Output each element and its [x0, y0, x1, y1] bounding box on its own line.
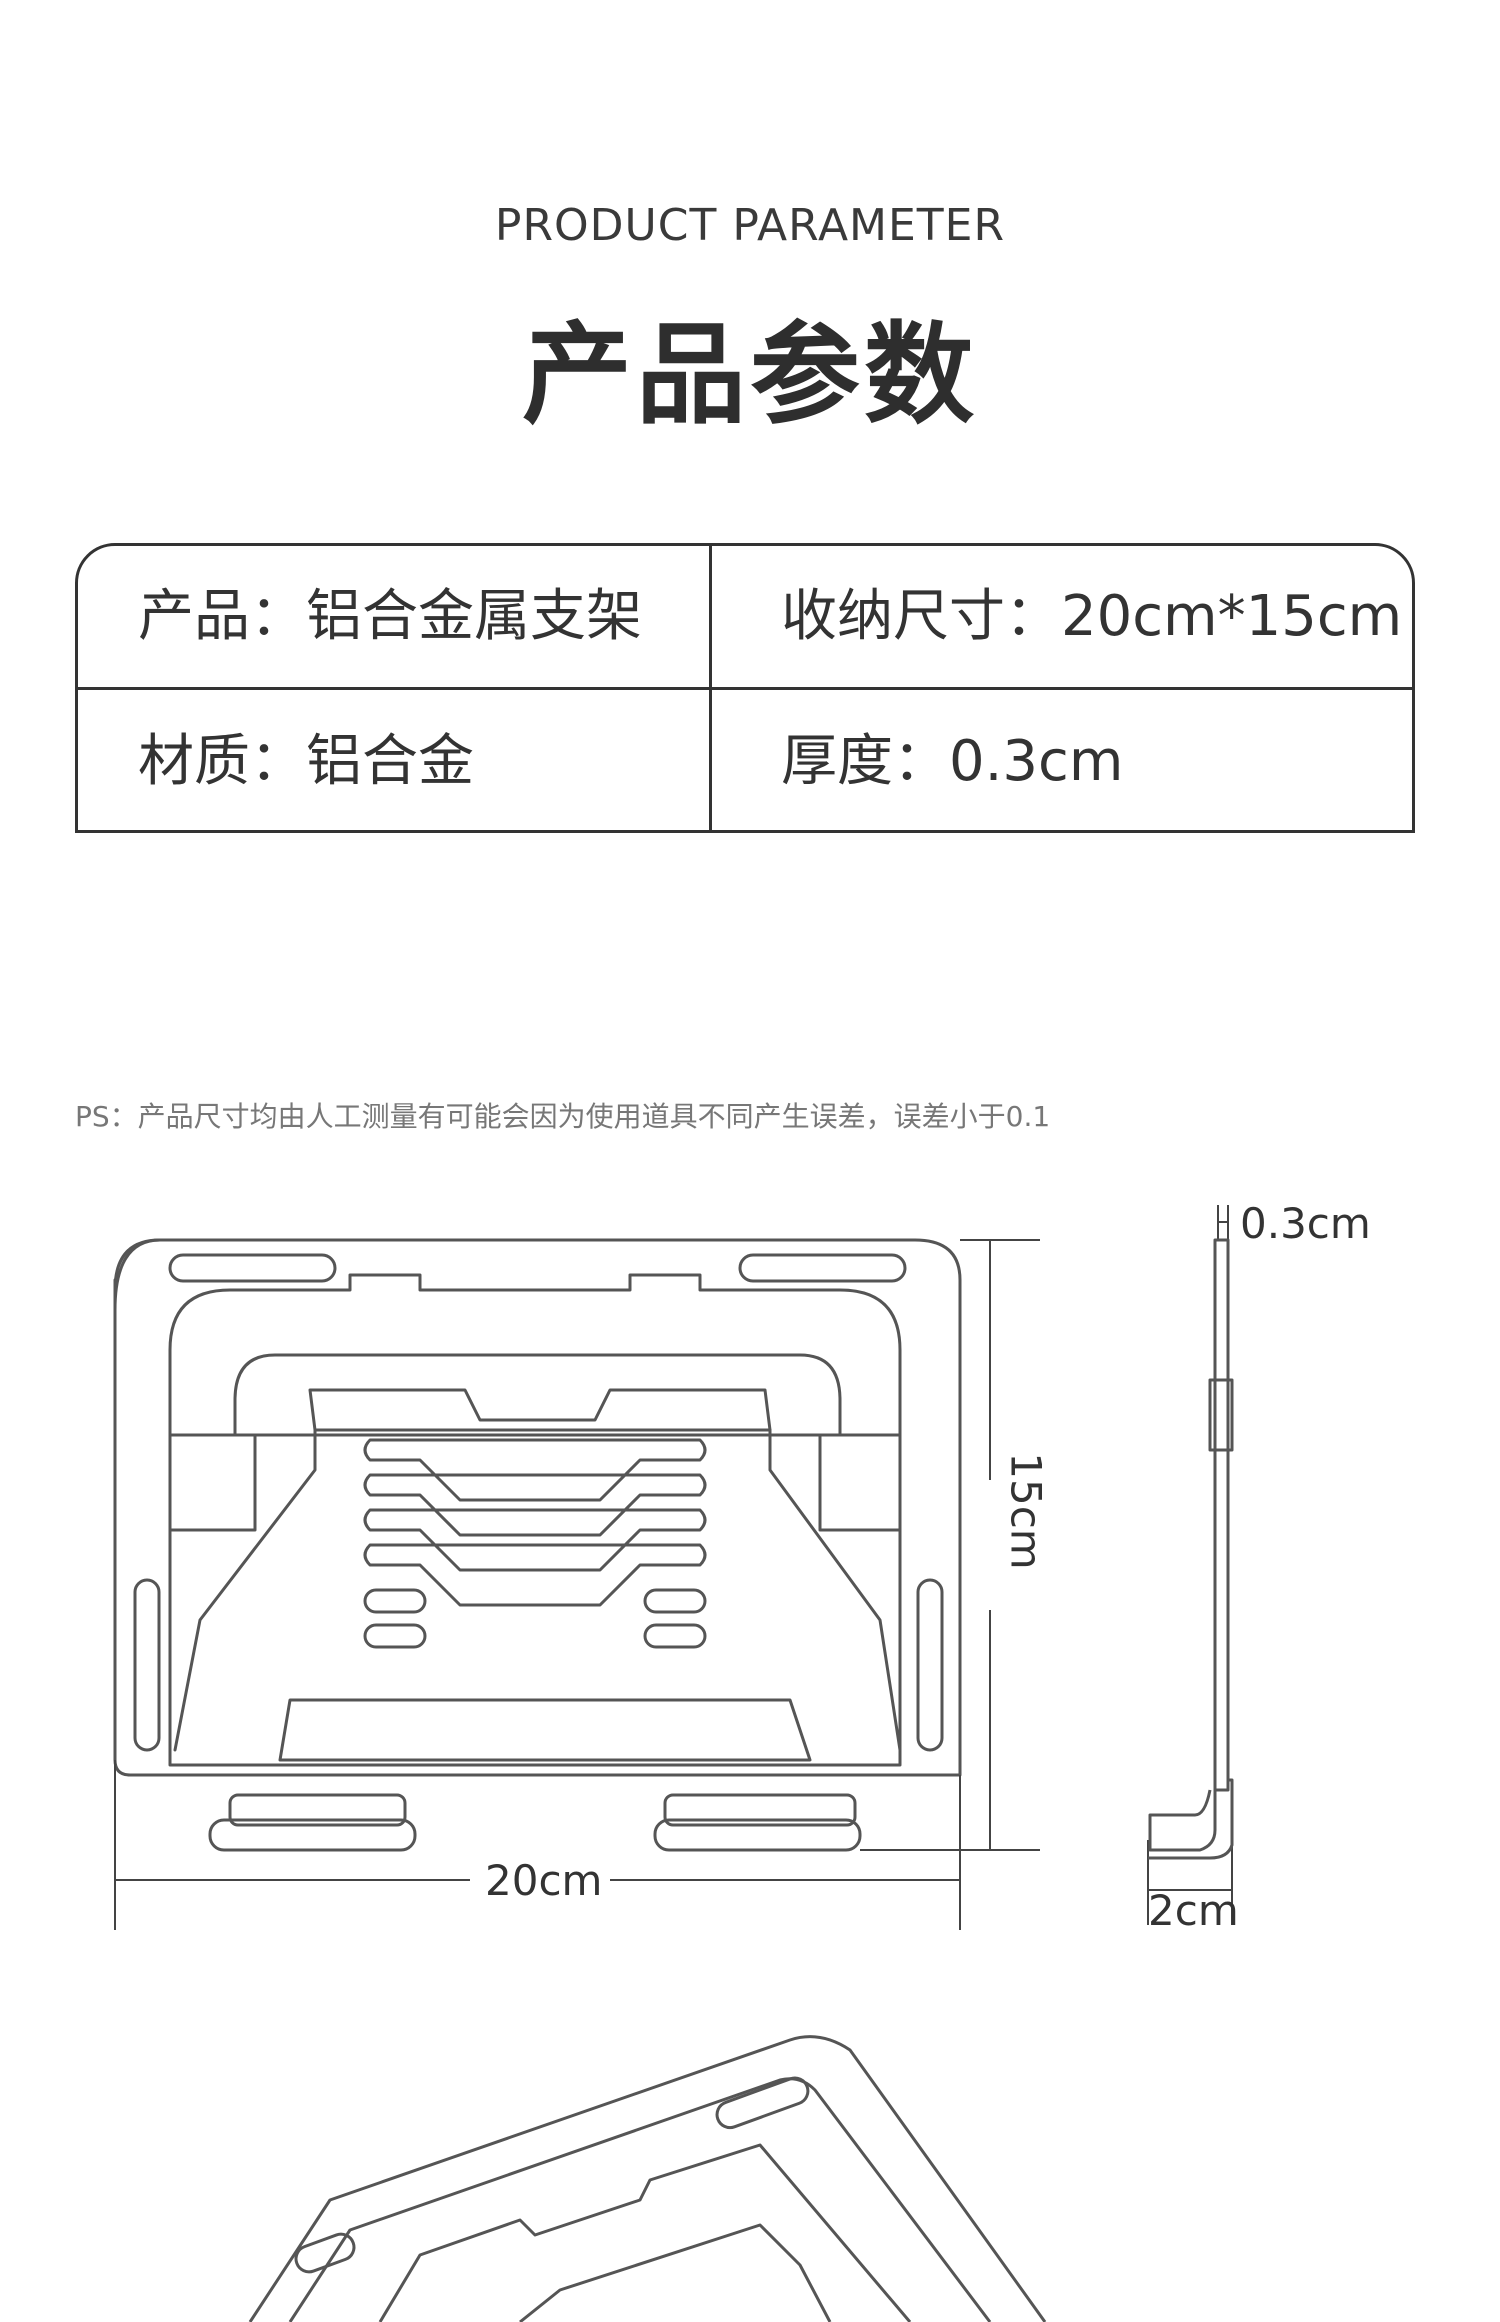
- param-storage-size: 收纳尺寸：20cm*15cm: [781, 584, 1403, 649]
- support-arm: [168, 1433, 902, 1532]
- stand-outer-plate: [113, 1238, 162, 1312]
- param-material: 材质：铝合金: [138, 729, 474, 794]
- perspective-slot-1: [294, 2232, 356, 2274]
- side-view-plate: [1213, 1238, 1230, 1792]
- perspective-holder: [519, 2223, 832, 2322]
- outer-frame: [168, 1273, 902, 1767]
- dimension-depth-label: 2cm: [1148, 1886, 1239, 1935]
- foot-right-pad: [653, 1818, 862, 1852]
- parameter-table: 产品：铝合金属支架 收纳尺寸：20cm*15cm 材质：铝合金 厚度：0.3cm: [75, 543, 1415, 833]
- bottom-base: [278, 1698, 812, 1762]
- side-view-foot-outer: [1148, 1778, 1234, 1860]
- table-column-divider: [709, 546, 712, 830]
- vent-slots: [363, 1438, 707, 1649]
- dimension-thickness-label: 0.3cm: [1240, 1199, 1371, 1248]
- perspective-outline: [248, 2035, 1047, 2322]
- param-product: 产品：铝合金属支架: [138, 584, 642, 649]
- top-slot-left: [168, 1253, 337, 1283]
- foot-left-pad: [208, 1818, 417, 1852]
- side-slot-left: [133, 1578, 161, 1752]
- foot-right: [663, 1793, 857, 1827]
- table-row-divider: [78, 687, 1412, 690]
- dimension-height-label: 15cm: [1001, 1452, 1051, 1570]
- holder-body: [173, 1428, 902, 1752]
- inner-frame: [233, 1353, 842, 1437]
- central-holder: [308, 1388, 772, 1432]
- perspective-slot-2: [715, 2076, 810, 2130]
- side-view-hinge: [1208, 1378, 1234, 1452]
- side-view-foot: [1148, 1789, 1217, 1852]
- measurement-note: PS：产品尺寸均由人工测量有可能会因为使用道具不同产生误差，误差小于0.1: [75, 1100, 1051, 1133]
- stand-outline: [113, 1238, 962, 1777]
- product-parameter-heading: PRODUCT PARAMETER: [494, 200, 1006, 251]
- product-parameter-title: 产品参数: [522, 311, 978, 439]
- side-slot-right: [916, 1578, 944, 1752]
- top-slot-right: [738, 1253, 907, 1283]
- param-thickness: 厚度：0.3cm: [781, 729, 1124, 794]
- perspective-frame: [378, 2143, 912, 2322]
- foot-left: [228, 1793, 407, 1827]
- dimension-width-label: 20cm: [485, 1856, 603, 1905]
